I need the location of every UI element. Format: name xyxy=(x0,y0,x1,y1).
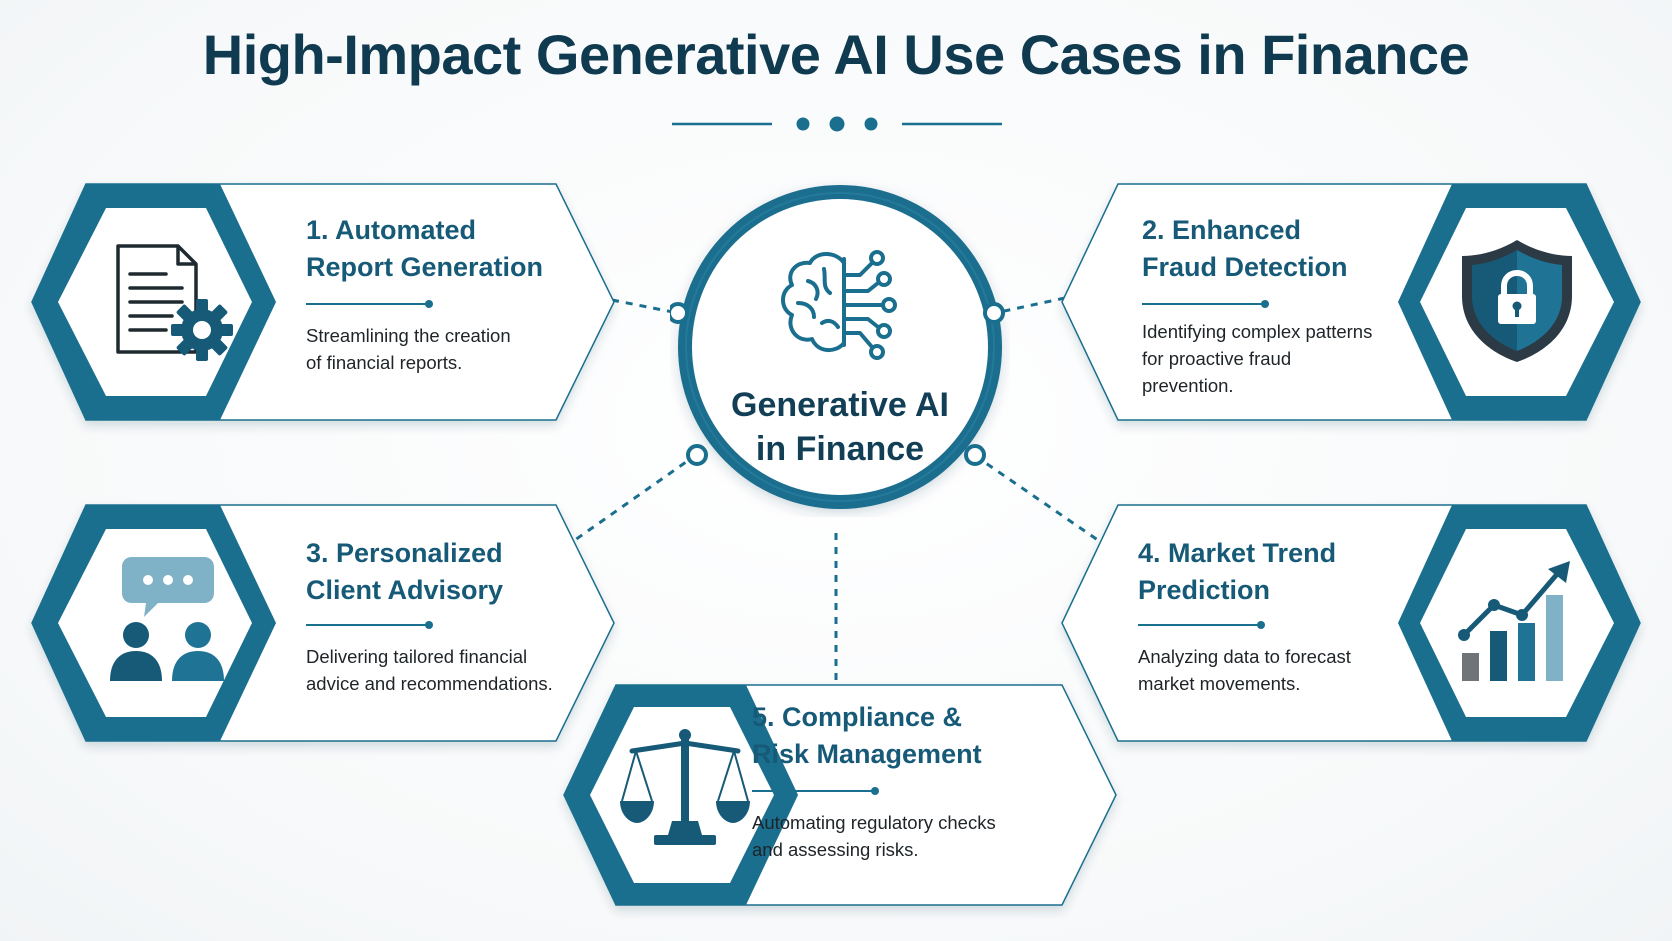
hub-label-line2: in Finance xyxy=(755,430,925,468)
document-gear-icon xyxy=(116,244,233,361)
advisor-chat-icon xyxy=(110,557,224,681)
card-desc-line2: advice and recommendations. xyxy=(306,673,553,694)
card-desc-line1: Streamlining the creation xyxy=(306,325,511,346)
card-accent-rule xyxy=(306,621,433,629)
card-title: 3. Personalized Client Advisory xyxy=(306,535,503,609)
card-market-trend-prediction: 4. Market Trend Prediction Analyzing dat… xyxy=(1060,503,1642,743)
brain-circuit-icon xyxy=(781,250,897,360)
page-title: High-Impact Generative AI Use Cases in F… xyxy=(202,23,1470,86)
card-accent-rule xyxy=(1142,300,1269,308)
card-title: 5. Compliance & Risk Management xyxy=(752,699,982,773)
hub-label: Generative AI in Finance xyxy=(670,383,1010,471)
card-accent-rule xyxy=(1138,621,1265,629)
card-title: 2. Enhanced Fraud Detection xyxy=(1142,212,1348,286)
card-title-line2: Prediction xyxy=(1138,575,1271,605)
card-desc-line2: of financial reports. xyxy=(306,352,463,373)
card-desc-line2: market movements. xyxy=(1138,673,1301,694)
card-compliance-risk-management: 5. Compliance & Risk Management Automati… xyxy=(562,683,1118,907)
card-description: Streamlining the creation of financial r… xyxy=(306,322,511,376)
shield-lock-icon xyxy=(1462,240,1572,362)
card-description: Delivering tailored financial advice and… xyxy=(306,643,553,697)
card-description: Analyzing data to forecast market moveme… xyxy=(1138,643,1351,697)
card-title-line2: Report Generation xyxy=(306,252,544,282)
card-desc-line1: Identifying complex patterns xyxy=(1142,321,1373,342)
card-desc-line3: prevention. xyxy=(1142,375,1234,396)
card-title-line1: 4. Market Trend xyxy=(1138,538,1337,568)
card-desc-line1: Automating regulatory checks xyxy=(752,812,996,833)
card-title: 4. Market Trend Prediction xyxy=(1138,535,1336,609)
card-title-line2: Risk Management xyxy=(752,739,982,769)
card-title-line1: 5. Compliance & xyxy=(752,702,963,732)
card-desc-line2: for proactive fraud xyxy=(1142,348,1292,369)
card-automated-report-generation: 1. Automated Report Generation Streamlin… xyxy=(30,182,616,422)
hub-circle xyxy=(670,185,1005,509)
card-personalized-client-advisory: 3. Personalized Client Advisory Deliveri… xyxy=(30,503,616,743)
card-description: Automating regulatory checks and assessi… xyxy=(752,809,996,863)
card-desc-line1: Analyzing data to forecast xyxy=(1138,646,1351,667)
card-title-line1: 3. Personalized xyxy=(306,538,503,568)
trend-chart-icon xyxy=(1458,561,1570,681)
hub-label-line1: Generative AI xyxy=(731,386,949,424)
card-title-line2: Fraud Detection xyxy=(1142,252,1348,282)
card-title-line1: 2. Enhanced xyxy=(1142,215,1302,245)
card-title-line2: Client Advisory xyxy=(306,575,504,605)
card-accent-rule xyxy=(306,300,433,308)
balance-scale-icon xyxy=(620,729,750,845)
card-title: 1. Automated Report Generation xyxy=(306,212,543,286)
connector-nodes xyxy=(670,302,1005,466)
card-description: Identifying complex patterns for proacti… xyxy=(1142,318,1372,399)
card-desc-line1: Delivering tailored financial xyxy=(306,646,528,667)
title-divider xyxy=(672,116,1002,132)
card-desc-line2: and assessing risks. xyxy=(752,839,919,860)
card-accent-rule xyxy=(752,787,879,795)
card-enhanced-fraud-detection: 2. Enhanced Fraud Detection Identifying … xyxy=(1060,182,1642,422)
card-title-line1: 1. Automated xyxy=(306,215,477,245)
